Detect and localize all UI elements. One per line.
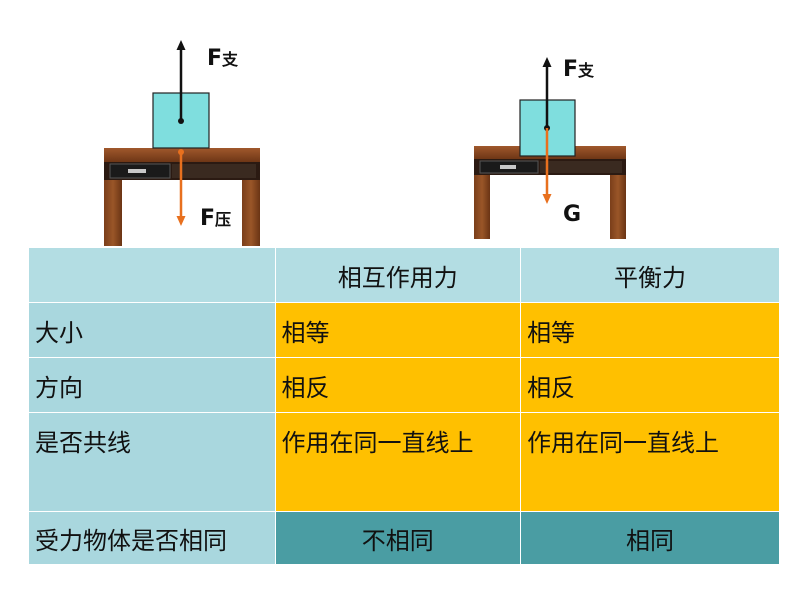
force-letter: F (563, 57, 579, 82)
balance-direction-cell: 相反 (520, 357, 780, 413)
interaction-magnitude-cell: 相等 (274, 302, 522, 358)
row-label-direction: 方向 (28, 357, 276, 413)
table-row: 方向 相反 相反 (28, 357, 780, 413)
left-support-force-label: F支 (207, 48, 238, 70)
right-gravity-force-arrow (542, 128, 552, 204)
table-row: 大小 相等 相等 (28, 302, 780, 358)
table-header-row: 相互作用力 平衡力 (28, 247, 780, 303)
right-desk (474, 146, 626, 239)
left-support-force-arrow (176, 40, 186, 124)
row-label-collinear: 是否共线 (28, 412, 276, 512)
header-interaction-force: 相互作用力 (274, 247, 522, 303)
balance-magnitude-cell: 相等 (520, 302, 780, 358)
header-corner-cell (28, 247, 276, 303)
header-balanced-force: 平衡力 (520, 247, 780, 303)
interaction-same-object-cell: 不相同 (274, 511, 522, 565)
left-desk (104, 148, 260, 246)
force-comparison-table: 相互作用力 平衡力 大小 相等 相等 方向 相反 相反 是否共线 作用在同一直线… (28, 247, 780, 565)
balance-same-object-cell: 相同 (520, 511, 780, 565)
left-pressure-force-label: F压 (200, 208, 231, 230)
force-letter: G (563, 202, 582, 227)
interaction-direction-cell: 相反 (274, 357, 522, 413)
table-row: 受力物体是否相同 不相同 相同 (28, 511, 780, 565)
table-row: 是否共线 作用在同一直线上 作用在同一直线上 (28, 412, 780, 512)
right-support-force-arrow (542, 57, 552, 131)
left-desk-figure (104, 40, 626, 246)
interaction-collinear-cell: 作用在同一直线上 (274, 412, 522, 512)
force-subscript: 压 (215, 210, 232, 229)
row-label-magnitude: 大小 (28, 302, 276, 358)
balance-collinear-cell: 作用在同一直线上 (520, 412, 780, 512)
row-label-same-object: 受力物体是否相同 (28, 511, 276, 565)
left-pressure-force-arrow (176, 149, 186, 226)
right-support-force-label: F支 (563, 59, 594, 81)
force-letter: F (207, 46, 223, 71)
force-subscript: 支 (222, 50, 239, 69)
force-letter: F (200, 206, 216, 231)
right-gravity-force-label: G (563, 204, 581, 226)
force-subscript: 支 (578, 61, 595, 80)
